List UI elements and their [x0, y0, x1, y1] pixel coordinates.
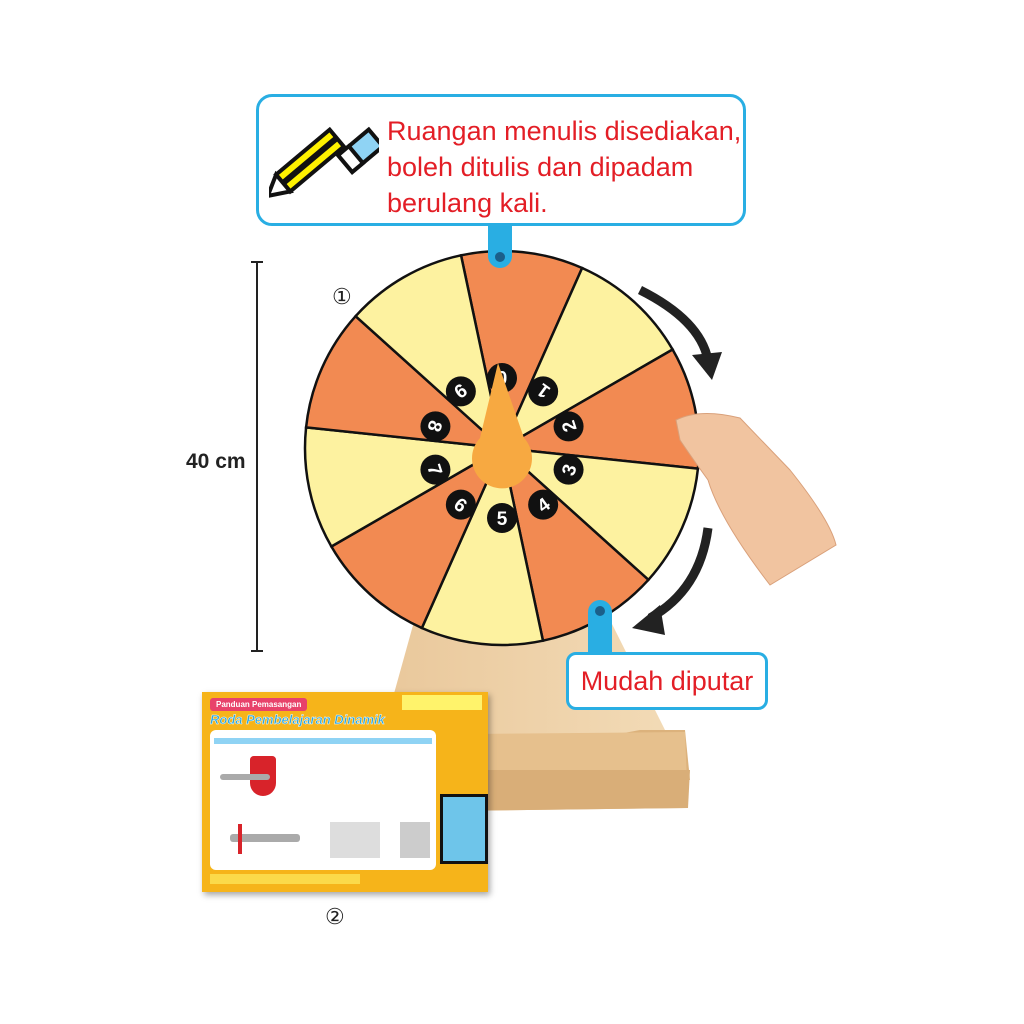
card-notes — [402, 695, 482, 710]
spin-label-connector — [588, 600, 612, 656]
card-publisher — [210, 874, 360, 884]
callout-text: Ruangan menulis disediakan, boleh dituli… — [387, 116, 742, 218]
number-badge — [528, 489, 559, 520]
dimension-tick — [251, 650, 263, 652]
card-wheel-edge — [238, 824, 242, 854]
card-bolt — [220, 774, 270, 780]
hand-icon — [675, 412, 837, 586]
dimension-label: 40 cm — [186, 450, 246, 473]
number-badge — [553, 411, 584, 442]
marker-one: ① — [332, 284, 352, 309]
assembly-guide-card: Panduan Pemasangan Roda Pembelajaran Din… — [202, 692, 488, 892]
marker-two: ② — [325, 904, 345, 929]
card-photo — [400, 822, 430, 858]
arrow-head-icon — [692, 352, 722, 380]
wheel-segment — [303, 426, 506, 549]
number-badge — [528, 376, 559, 407]
wheel-number: 5 — [497, 509, 508, 530]
card-bolt — [230, 834, 300, 842]
connector-pin — [495, 252, 505, 262]
card-installed-photo — [440, 794, 488, 864]
wheel-segment — [498, 446, 700, 582]
number-badge — [420, 411, 451, 442]
wheel-segment — [420, 443, 545, 647]
wheel-segment — [304, 314, 506, 450]
card-instructions-panel — [210, 730, 436, 870]
number-badge — [553, 454, 584, 485]
pencil-eraser-icon — [269, 126, 379, 199]
spin-label: Mudah diputar — [566, 652, 768, 710]
number-badge — [420, 454, 451, 485]
dimension-line — [256, 262, 258, 652]
callout-connector — [488, 224, 512, 268]
number-badge — [445, 376, 476, 407]
number-badge — [487, 503, 517, 533]
rotation-arrow-bottom — [647, 527, 713, 622]
rotation-arrow-top — [637, 285, 713, 362]
card-arrow-bar — [214, 738, 432, 744]
card-title: Roda Pembelajaran Dinamik — [210, 712, 385, 727]
number-badge — [445, 489, 476, 520]
connector-pin — [595, 606, 605, 616]
card-tag: Panduan Pemasangan — [210, 698, 308, 711]
arrow-head-icon — [632, 605, 665, 635]
pointer-icon — [472, 363, 532, 489]
wheel-segment — [459, 249, 584, 453]
card-photo — [330, 822, 380, 858]
dimension-tick — [251, 261, 263, 263]
writing-space-callout: Ruangan menulis disediakan, boleh dituli… — [256, 94, 746, 226]
